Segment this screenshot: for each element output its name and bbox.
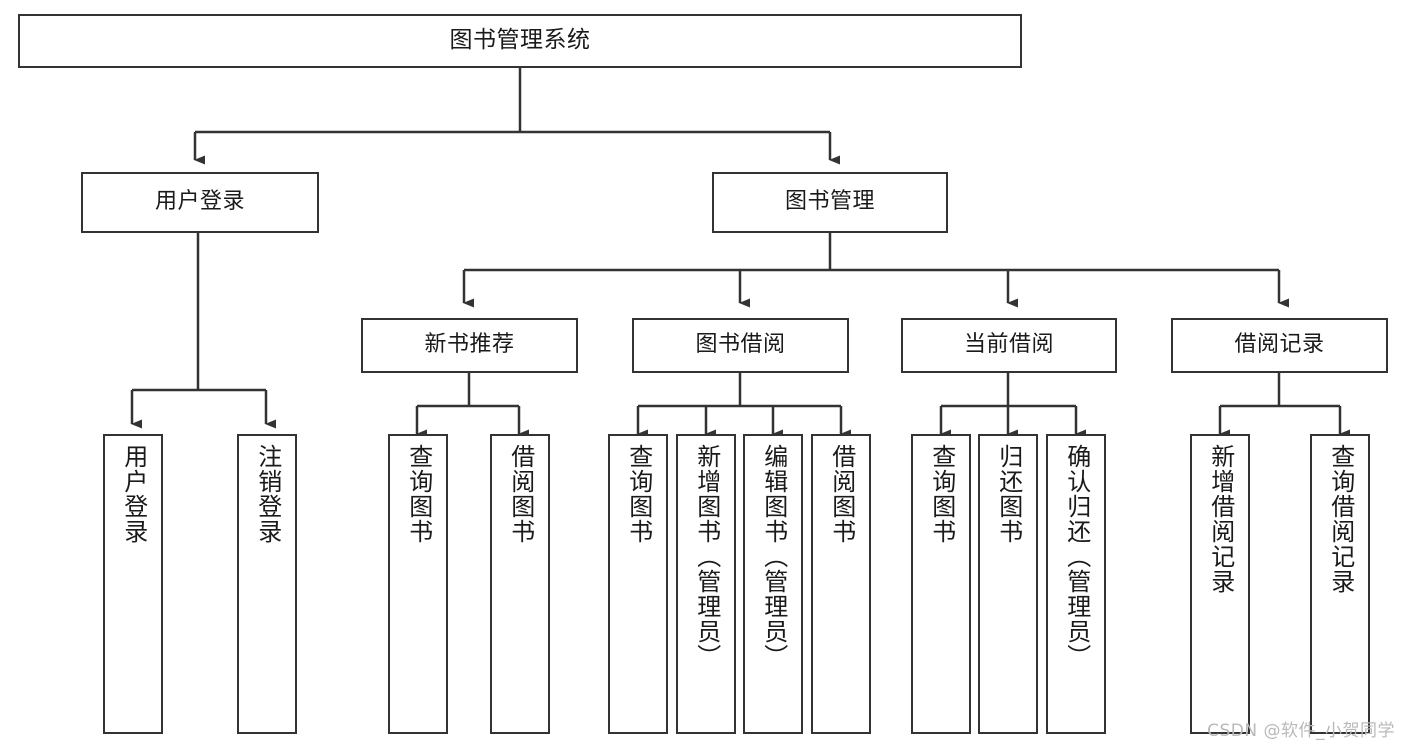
- leaf-current-query-book[interactable]: 查询图书: [911, 434, 971, 734]
- leaf-current-confirm-return[interactable]: 确认归还（管理员）: [1046, 434, 1106, 734]
- node-book-borrow-label: 图书借阅: [695, 332, 786, 358]
- watermark-text: CSDN @软件_小贺同学: [1207, 721, 1395, 741]
- leaf-new-book-borrow-book-label: 借阅图书: [506, 444, 535, 544]
- leaf-new-book-borrow-book[interactable]: 借阅图书: [490, 434, 550, 734]
- node-book-borrow[interactable]: 图书借阅: [632, 318, 849, 373]
- leaf-current-return-book-label: 归还图书: [994, 444, 1023, 544]
- node-borrow-record-label: 借阅记录: [1234, 332, 1325, 358]
- node-new-book-recommend[interactable]: 新书推荐: [361, 318, 578, 373]
- leaf-borrow-borrow-book-label: 借阅图书: [827, 444, 856, 544]
- leaf-current-confirm-return-label: 确认归还（管理员）: [1062, 444, 1091, 669]
- node-book-management-label: 图书管理: [784, 189, 875, 215]
- node-book-management[interactable]: 图书管理: [712, 172, 948, 233]
- leaf-borrow-edit-book[interactable]: 编辑图书（管理员）: [743, 434, 803, 734]
- leaf-borrow-query-book-label: 查询图书: [624, 444, 653, 544]
- node-user-login[interactable]: 用户登录: [81, 172, 319, 233]
- leaf-record-add-record-label: 新增借阅记录: [1206, 444, 1235, 594]
- leaf-new-book-query-book-label: 查询图书: [404, 444, 433, 544]
- leaf-new-book-query-book[interactable]: 查询图书: [388, 434, 448, 734]
- node-current-borrow-label: 当前借阅: [963, 332, 1054, 358]
- leaf-borrow-add-book[interactable]: 新增图书（管理员）: [676, 434, 736, 734]
- node-borrow-record[interactable]: 借阅记录: [1171, 318, 1388, 373]
- leaf-borrow-borrow-book[interactable]: 借阅图书: [811, 434, 871, 734]
- leaf-user-login-login-label: 用户登录: [119, 444, 148, 544]
- node-new-book-recommend-label: 新书推荐: [424, 332, 515, 358]
- node-current-borrow[interactable]: 当前借阅: [901, 318, 1117, 373]
- node-user-login-label: 用户登录: [154, 189, 245, 215]
- leaf-current-return-book[interactable]: 归还图书: [978, 434, 1038, 734]
- leaf-borrow-query-book[interactable]: 查询图书: [608, 434, 668, 734]
- node-root[interactable]: 图书管理系统: [18, 14, 1022, 68]
- leaf-record-query-record[interactable]: 查询借阅记录: [1310, 434, 1370, 734]
- leaf-borrow-add-book-label: 新增图书（管理员）: [692, 444, 721, 669]
- leaf-record-query-record-label: 查询借阅记录: [1326, 444, 1355, 594]
- leaf-user-login-logout-label: 注销登录: [253, 444, 282, 544]
- leaf-current-query-book-label: 查询图书: [927, 444, 956, 544]
- leaf-user-login-logout[interactable]: 注销登录: [237, 434, 297, 734]
- node-root-label: 图书管理系统: [449, 27, 591, 54]
- leaf-borrow-edit-book-label: 编辑图书（管理员）: [759, 444, 788, 669]
- leaf-user-login-login[interactable]: 用户登录: [103, 434, 163, 734]
- leaf-record-add-record[interactable]: 新增借阅记录: [1190, 434, 1250, 734]
